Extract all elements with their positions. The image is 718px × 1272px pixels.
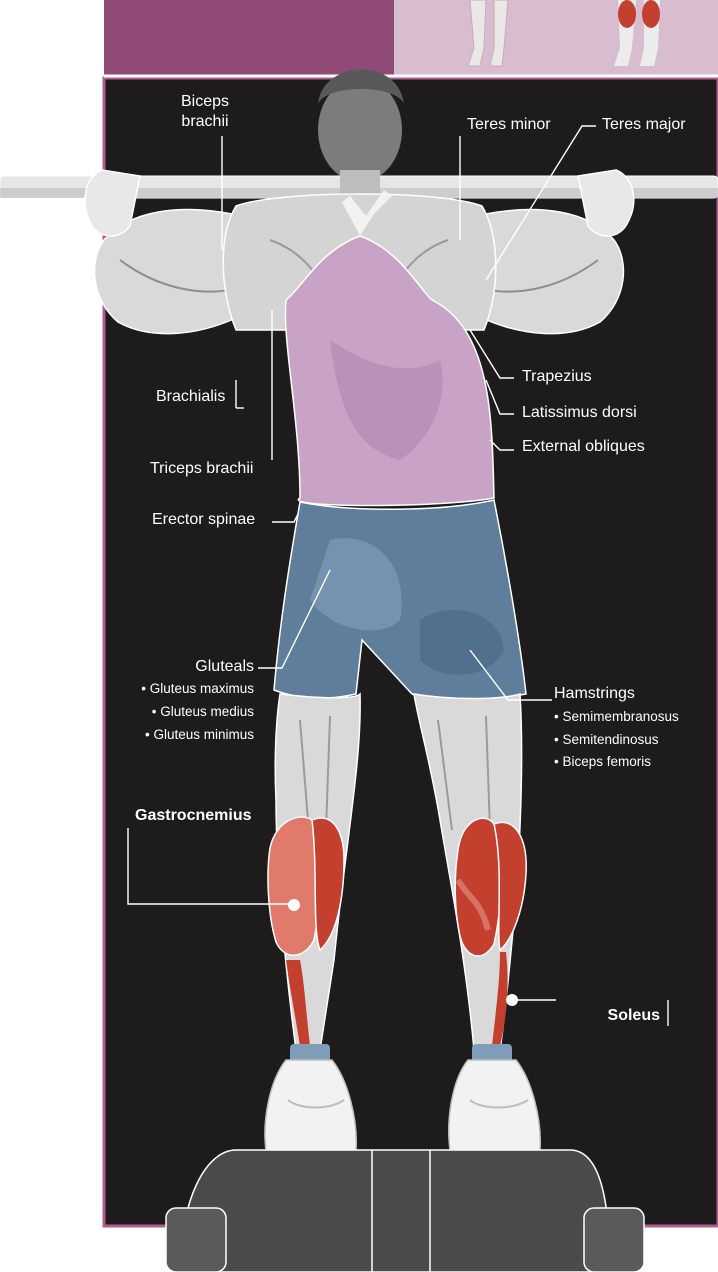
label-teres-major: Teres major [602, 115, 686, 135]
label-biceps-brachii-line1: Biceps [150, 92, 260, 112]
label-erector-spinae: Erector spinae [152, 510, 255, 530]
label-triceps-brachii: Triceps brachii [150, 459, 253, 479]
label-gluteals: Gluteals [100, 657, 254, 677]
label-semimembranosus: • Semimembranosus [554, 708, 679, 726]
label-biceps-brachii-line2: brachii [150, 112, 260, 132]
top-panel-light [394, 0, 718, 76]
label-trapezius: Trapezius [522, 367, 592, 387]
label-semitendinosus: • Semitendinosus [554, 731, 659, 749]
step-platform [180, 1150, 610, 1272]
label-gastrocnemius: Gastrocnemius [135, 806, 251, 826]
label-gluteus-medius: • Gluteus medius [100, 703, 254, 721]
top-panel [104, 0, 394, 76]
label-biceps-brachii: Biceps brachii [150, 92, 260, 132]
label-soleus: Soleus [560, 1006, 660, 1026]
label-external-obliques: External obliques [522, 437, 645, 457]
label-brachialis: Brachialis [156, 387, 225, 407]
label-hamstrings: Hamstrings [554, 684, 635, 704]
label-latissimus-dorsi: Latissimus dorsi [522, 403, 637, 423]
label-teres-minor: Teres minor [467, 115, 551, 135]
label-gluteus-maximus: • Gluteus maximus [100, 680, 254, 698]
gastrocnemius-left [268, 817, 320, 955]
label-biceps-femoris: • Biceps femoris [554, 753, 651, 771]
label-gluteus-minimus: • Gluteus minimus [100, 726, 254, 744]
